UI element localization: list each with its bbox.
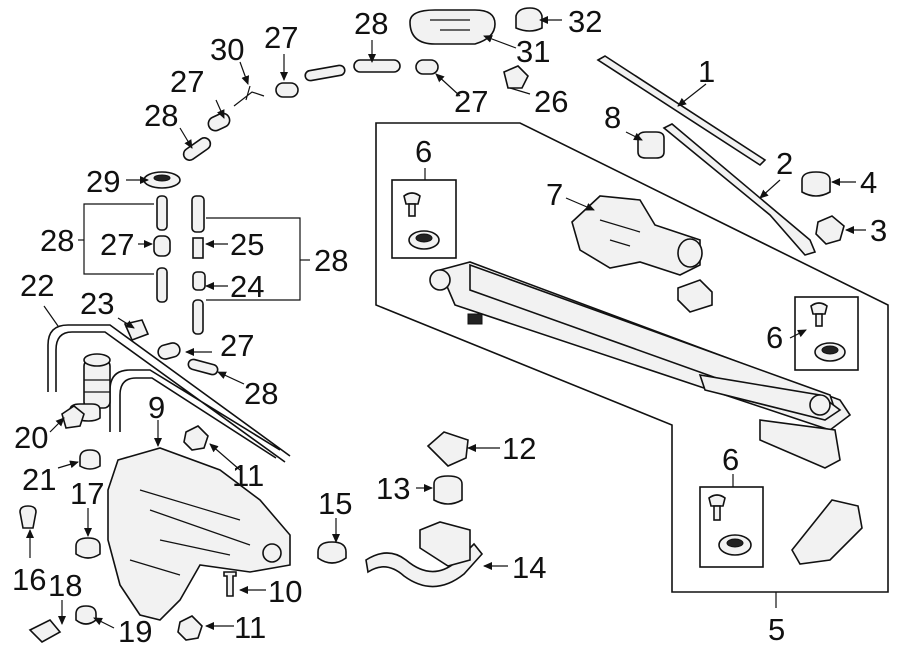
callout-31: 31 <box>516 34 550 69</box>
callout-labels: 1 2 3 4 5 6 6 6 7 8 9 10 11 11 12 13 14 … <box>12 4 887 649</box>
grommet-17 <box>75 537 101 559</box>
callout-15: 15 <box>318 486 352 521</box>
wiper-blade <box>596 55 767 167</box>
callout-32: 32 <box>568 4 602 39</box>
callout-23: 23 <box>80 286 114 321</box>
callout-3: 3 <box>870 213 887 248</box>
grommet-set-right <box>810 302 846 362</box>
vertical-hoses <box>123 195 219 376</box>
callout-17: 17 <box>70 476 104 511</box>
hose-bundle <box>47 324 291 463</box>
callout-28-left: 28 <box>40 223 74 258</box>
arm-cap <box>637 131 665 159</box>
callout-2: 2 <box>776 146 793 181</box>
pin-16 <box>19 505 37 529</box>
callout-16: 16 <box>12 562 46 597</box>
callout-21: 21 <box>22 462 56 497</box>
washer-reservoir <box>107 447 291 621</box>
callout-12: 12 <box>502 431 536 466</box>
callout-30: 30 <box>210 32 244 67</box>
wiper-linkage <box>429 261 852 469</box>
grommet-set-bottom <box>708 494 752 556</box>
connector-20 <box>61 405 85 429</box>
grommet-set-top <box>403 192 440 250</box>
leader-lines <box>26 16 866 630</box>
callout-6-right: 6 <box>766 320 783 355</box>
nut-11-bottom <box>177 615 203 641</box>
callout-6-top: 6 <box>415 134 432 169</box>
callout-27-left: 27 <box>100 227 134 262</box>
wiper-linkage-group-outline <box>375 122 889 593</box>
grommet-15 <box>317 541 347 564</box>
callout-28-upper-left: 28 <box>144 98 178 133</box>
washer-pump <box>83 353 111 409</box>
wiper-motor <box>571 195 703 276</box>
motor-connector <box>677 279 713 313</box>
callout-7: 7 <box>546 177 563 212</box>
top-hoses <box>143 59 439 189</box>
arm-nut <box>815 215 845 245</box>
callout-19: 19 <box>118 614 152 649</box>
callout-11-top: 11 <box>232 458 264 493</box>
callout-18: 18 <box>48 568 82 603</box>
callout-26: 26 <box>534 84 568 119</box>
callout-27-top: 27 <box>264 20 298 55</box>
callout-14: 14 <box>512 550 546 585</box>
grommet-box-bottom <box>699 486 764 568</box>
cap-21 <box>79 449 101 470</box>
sensor-18 <box>28 619 62 643</box>
nut-11-top <box>183 425 209 451</box>
callout-9: 9 <box>148 390 165 425</box>
callout-27-mid: 27 <box>220 328 254 363</box>
grommet-box-top <box>391 179 457 259</box>
callout-4: 4 <box>860 165 877 200</box>
callout-28-lower: 28 <box>244 376 278 411</box>
callout-28-top: 28 <box>354 6 388 41</box>
filler-neck-12 <box>426 431 469 467</box>
callout-27-right: 27 <box>454 84 488 119</box>
callout-22: 22 <box>20 268 54 303</box>
callout-1: 1 <box>698 54 715 89</box>
callout-29: 29 <box>86 164 120 199</box>
callout-8: 8 <box>604 100 621 135</box>
wiper-arm <box>662 123 817 256</box>
mounting-bracket <box>791 499 863 565</box>
hose-14 <box>365 542 484 588</box>
check-valve <box>503 65 529 89</box>
nozzle-clip <box>515 7 543 32</box>
callout-6-bottom: 6 <box>722 442 739 477</box>
washer-nozzle <box>409 9 496 45</box>
cap-13 <box>433 475 463 505</box>
callout-11-bottom: 11 <box>234 610 266 645</box>
callout-27-upper-left: 27 <box>170 64 204 99</box>
callout-10: 10 <box>268 574 302 609</box>
bolt-10 <box>223 571 237 597</box>
grommet-box-right <box>794 296 859 371</box>
callout-13: 13 <box>376 471 410 506</box>
filler-pipe <box>419 521 471 567</box>
callout-20: 20 <box>14 420 48 455</box>
callout-25: 25 <box>230 227 264 262</box>
callout-5: 5 <box>768 612 785 647</box>
callout-28-right: 28 <box>314 243 348 278</box>
cover-cap <box>801 171 831 197</box>
callout-24: 24 <box>230 269 264 304</box>
grommet-19 <box>75 605 97 625</box>
